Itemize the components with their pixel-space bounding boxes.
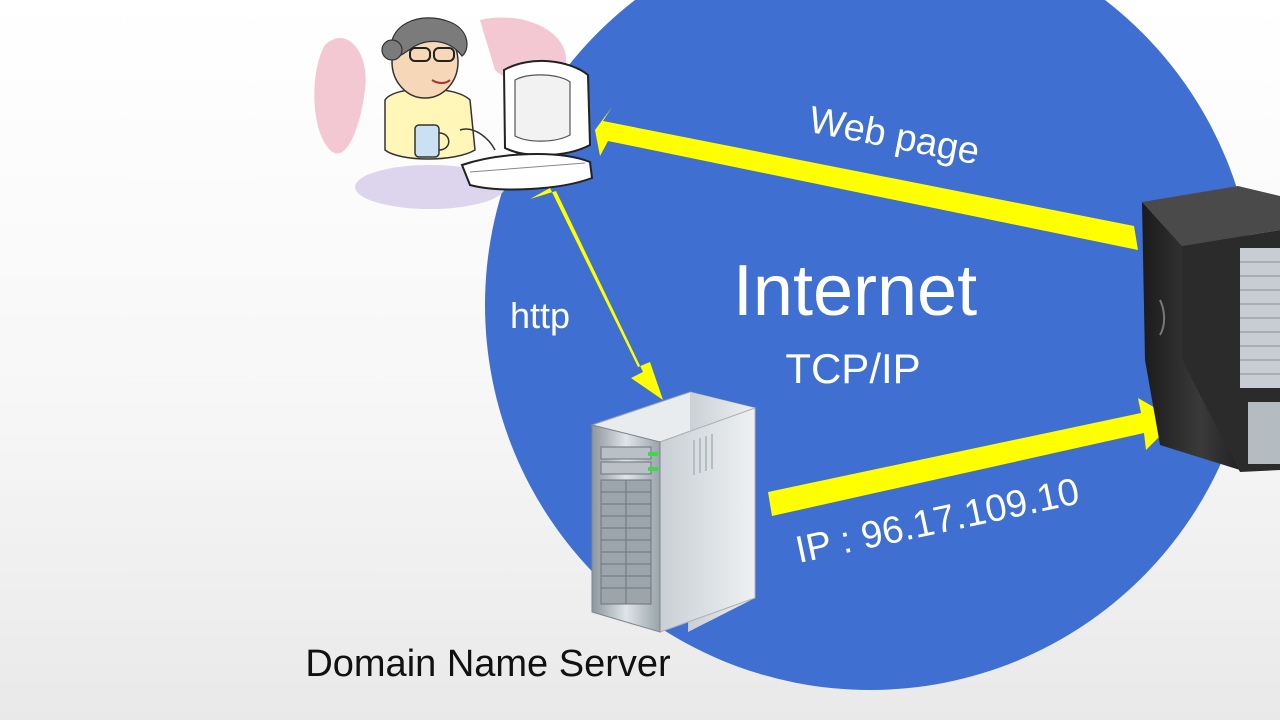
http-arrow bbox=[530, 188, 663, 400]
protocol-label: TCP/IP bbox=[785, 345, 920, 392]
web-server-tower-icon bbox=[1142, 186, 1280, 472]
internet-label: Internet bbox=[733, 251, 977, 331]
dns-server-tower-icon bbox=[590, 391, 757, 633]
web-page-arrow bbox=[595, 107, 1138, 250]
dns-label: Domain Name Server bbox=[305, 643, 671, 685]
person-at-computer-icon bbox=[314, 17, 594, 209]
http-label: http bbox=[510, 295, 570, 336]
ip-arrow bbox=[768, 398, 1176, 516]
